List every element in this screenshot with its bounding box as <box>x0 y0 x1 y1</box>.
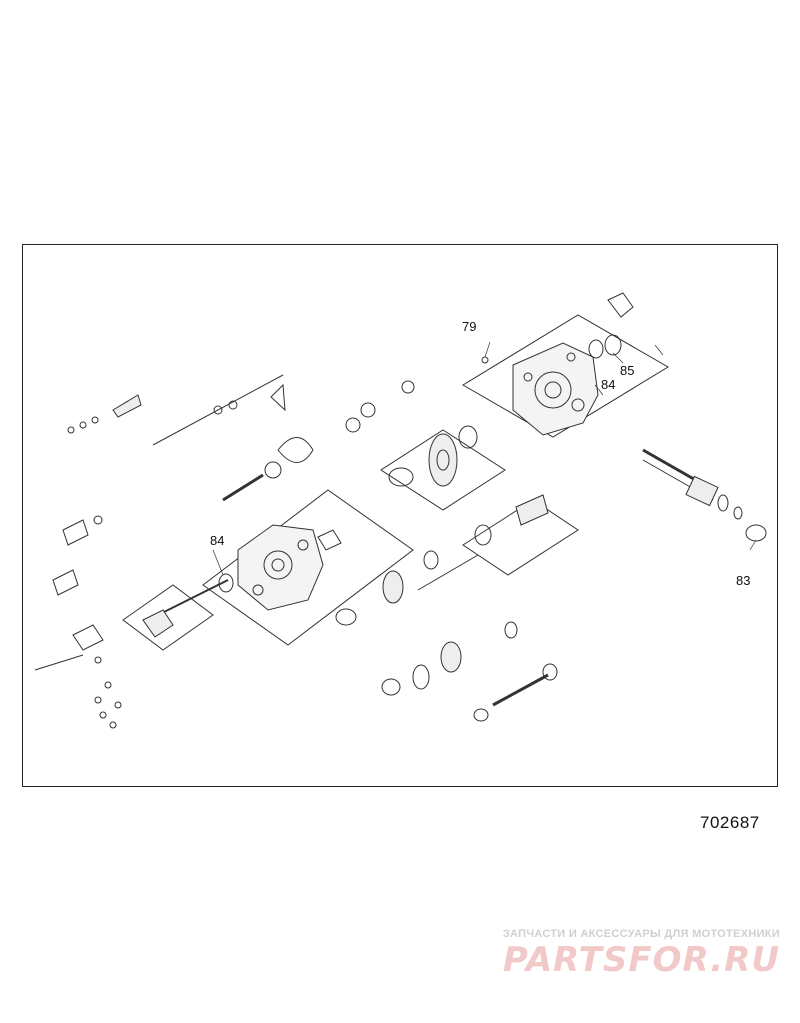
watermark-logo: PARTSFOR.RU <box>502 940 780 980</box>
watermark: ЗАПЧАСТИ И АКСЕССУАРЫ ДЛЯ МОТОТЕХНИКИ PA… <box>488 928 780 980</box>
callout-83: 83 <box>736 573 751 588</box>
center-case-group-outline <box>202 489 414 646</box>
exploded-parts-drawing <box>34 292 767 729</box>
watermark-tagline: ЗАПЧАСТИ И АКСЕССУАРЫ ДЛЯ МОТОТЕХНИКИ <box>502 928 780 940</box>
drive-chain-gears <box>222 380 415 502</box>
lower-gear-cluster <box>335 494 558 722</box>
idler-gear-group-outline <box>380 429 506 511</box>
idler-gear <box>388 425 478 487</box>
left-cover-and-bolts <box>34 515 174 729</box>
leader-lines <box>212 341 757 576</box>
housing-group-outline <box>462 314 669 438</box>
left-cover-group-outline <box>122 584 214 651</box>
plug-79 <box>481 356 489 364</box>
seal-rings-85 <box>588 334 622 359</box>
right-housing <box>512 342 599 436</box>
callout-84-center: 84 <box>210 533 225 548</box>
output-shaft <box>642 448 767 542</box>
center-case <box>157 524 342 616</box>
callout-85: 85 <box>620 363 635 378</box>
shift-rod-assembly <box>67 374 286 446</box>
callout-79: 79 <box>462 319 477 334</box>
exploded-view-diagram: 79 85 84 84 83 <box>22 244 778 787</box>
callout-84-upper: 84 <box>601 377 616 392</box>
diagram-reference-number: 702687 <box>700 813 760 832</box>
mount-bracket <box>607 292 634 318</box>
mid-shaft-group-outline <box>462 499 579 576</box>
